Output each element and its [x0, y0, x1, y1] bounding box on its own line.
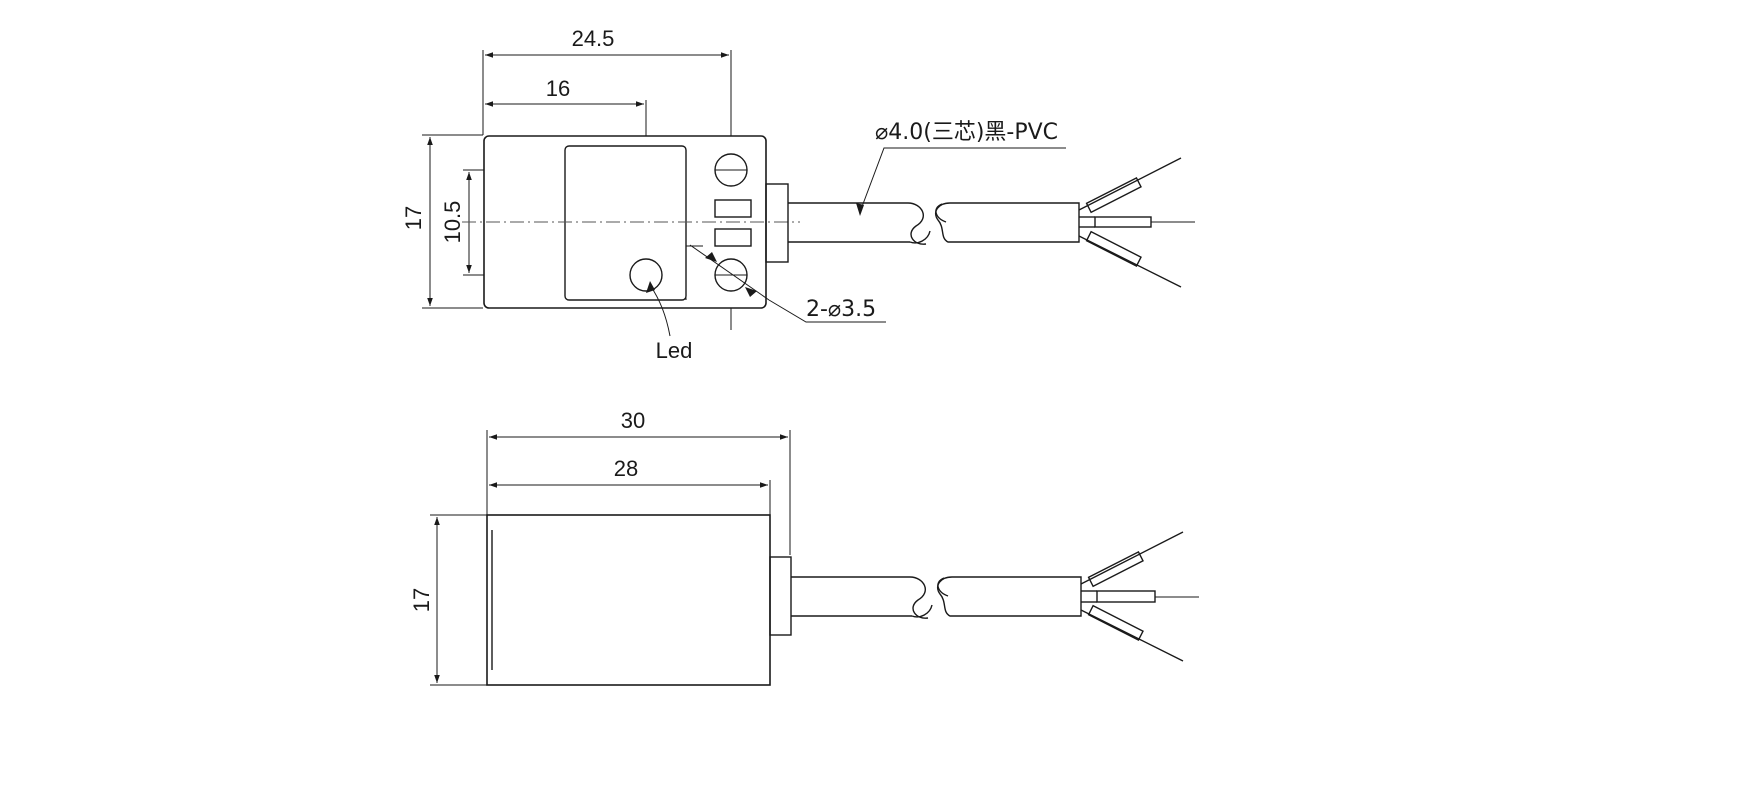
hole-leader-arrow-in — [705, 252, 717, 262]
wire-side-lower — [1080, 609, 1184, 662]
wire-lower — [1078, 235, 1182, 288]
dim-text-10-5: 10.5 — [440, 201, 465, 244]
led-leader-arrow — [646, 281, 655, 293]
cable-spec-label: ⌀4.0(三芯)黑-PVC — [875, 120, 1058, 145]
hole-leader-arrow-out — [745, 287, 757, 297]
wire-lower-sleeve — [1085, 230, 1142, 268]
cable-left-segment — [788, 202, 927, 245]
side-view: 30 28 17 — [409, 408, 1199, 686]
led-indicator — [629, 258, 663, 292]
cable-side-right-segment — [936, 576, 1082, 617]
wire-side-mid-sleeve — [1096, 590, 1156, 603]
cable-break-left — [909, 230, 931, 244]
dim-text-30: 30 — [621, 408, 645, 433]
cable-gland-side — [769, 556, 792, 636]
dim-text-24-5: 24.5 — [572, 26, 615, 51]
cable-right-segment — [934, 202, 1080, 243]
wire-mid-sleeve — [1094, 216, 1152, 228]
dim-text-17-top: 17 — [401, 206, 426, 230]
dim-text-28: 28 — [614, 456, 638, 481]
terminal-upper — [714, 199, 752, 218]
wire-side-lower-sleeve — [1087, 604, 1144, 642]
terminal-lower — [714, 228, 752, 247]
sensing-window — [564, 145, 687, 301]
wire-side-upper — [1080, 531, 1184, 585]
wire-side-upper-sleeve — [1087, 550, 1144, 588]
dim-text-16: 16 — [546, 76, 570, 101]
cable-leader-line — [859, 147, 1066, 213]
cable-side-break-right — [937, 577, 949, 597]
dim-text-17-side: 17 — [409, 588, 434, 612]
top-view: 24.5 16 17 10.5 — [401, 26, 1195, 363]
cable-side-break-left — [911, 604, 933, 618]
cable-break-right — [935, 203, 947, 223]
hole-spec-label: 2-⌀3.5 — [806, 297, 876, 322]
cable-side-left-segment — [791, 576, 929, 619]
wire-upper-sleeve — [1085, 176, 1142, 214]
led-label: Led — [656, 338, 693, 363]
wire-upper — [1078, 157, 1182, 211]
hole-leader-shelf — [768, 299, 886, 323]
cable-gland-top — [765, 183, 789, 263]
cable-leader-arrow — [856, 203, 864, 216]
sensor-body-side — [486, 514, 771, 686]
